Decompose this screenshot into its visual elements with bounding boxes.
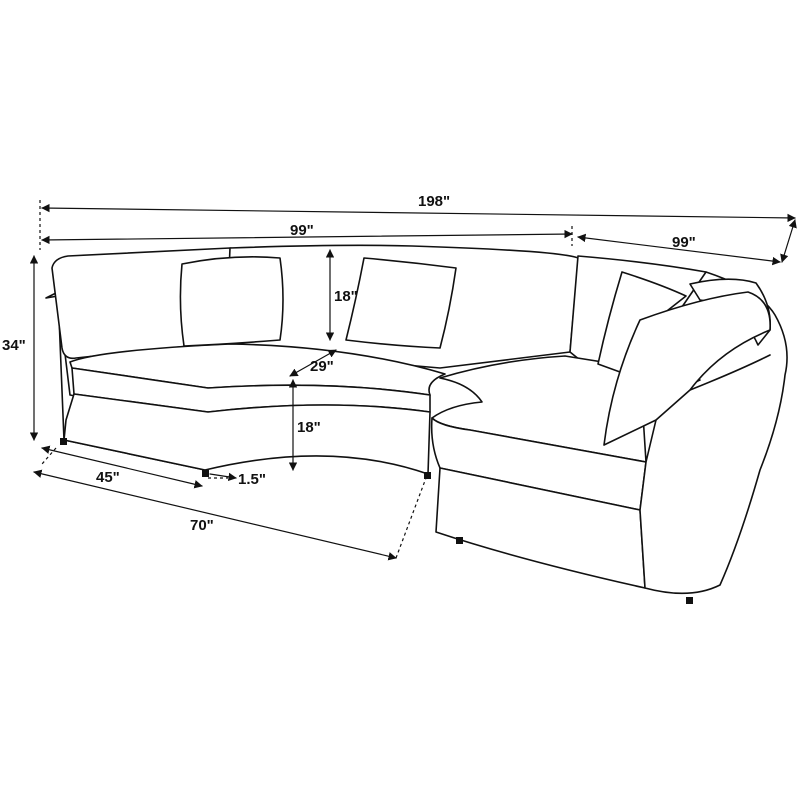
- dimension-labels: 198" 99" 99" 34" 18" 29" 18" 45" 1.5" 70…: [2, 193, 696, 534]
- dimension-lines: [29, 200, 797, 561]
- dim-ext-70-right: [395, 477, 427, 559]
- dim-line-right-depth: [780, 219, 797, 263]
- sofa-outline: [45, 244, 788, 604]
- label-leg-height: 1.5": [238, 471, 266, 488]
- dim-line-29: [289, 349, 337, 377]
- label-back-height: 18": [334, 288, 358, 305]
- label-left-section-width: 99": [290, 222, 314, 239]
- dim-line-99-left: [41, 229, 573, 245]
- label-arm-depth: 45": [96, 469, 120, 486]
- label-seat-depth: 29": [310, 358, 334, 375]
- label-section-depth: 70": [190, 517, 214, 534]
- dim-line-99-right: [577, 233, 781, 266]
- leg-5: [686, 597, 693, 604]
- label-overall-width: 198": [418, 193, 450, 210]
- leg-4: [456, 537, 463, 544]
- corner-back-cushion: [603, 291, 771, 446]
- right-base-front: [435, 467, 646, 589]
- dim-line-70: [33, 469, 397, 561]
- dim-line-198: [41, 203, 796, 223]
- leg-3: [424, 472, 431, 479]
- right-arm-top: [689, 354, 771, 391]
- label-seat-height: 18": [297, 419, 321, 436]
- leg-2: [202, 470, 209, 477]
- throw-pillow-1: [179, 256, 284, 347]
- label-total-height: 34": [2, 337, 26, 354]
- label-right-section-width: 99": [672, 234, 696, 251]
- leg-1: [60, 438, 67, 445]
- throw-pillow-2: [345, 257, 457, 349]
